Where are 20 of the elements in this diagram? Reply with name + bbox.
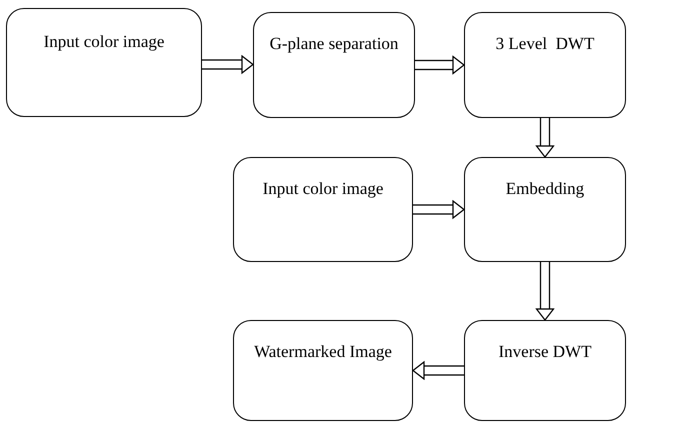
process-box: [253, 12, 415, 118]
process-box: [464, 157, 626, 262]
box-label: Input color image: [44, 31, 164, 53]
process-box: [233, 157, 413, 262]
process-box: [6, 8, 202, 117]
box-label: 3 Level DWT: [496, 33, 594, 55]
block-arrow: [201, 55, 254, 74]
box-label: Embedding: [506, 178, 584, 200]
block-arrow: [536, 261, 554, 321]
box-label: G-plane separation: [270, 33, 398, 55]
box-label: Input color image: [262, 178, 384, 200]
process-box: [464, 12, 626, 118]
box-label: Watermarked Image: [254, 341, 392, 363]
block-arrow: [414, 56, 465, 74]
block-arrow: [412, 200, 465, 219]
block-arrow: [412, 361, 465, 380]
process-box: [464, 320, 626, 421]
box-label: Inverse DWT: [498, 341, 592, 363]
block-arrow: [536, 117, 554, 158]
process-box: [233, 320, 413, 421]
